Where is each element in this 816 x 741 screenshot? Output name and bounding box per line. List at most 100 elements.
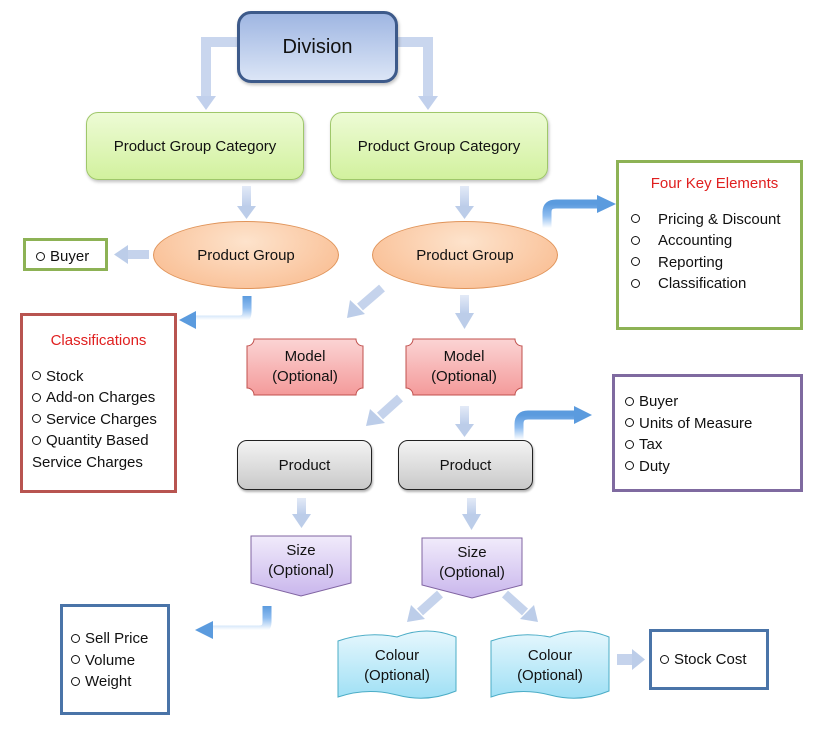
bullet-icon	[625, 418, 634, 428]
colour-node-left: Colour (Optional)	[337, 629, 457, 703]
product-node-right: Product	[398, 440, 533, 490]
size-node-left: Size (Optional)	[250, 535, 352, 597]
colour-label: Colour	[374, 647, 420, 664]
list-item: Stock Cost	[660, 649, 766, 671]
arrow-pg-model-left	[357, 284, 385, 311]
product-group-category-label: Product Group Category	[113, 137, 277, 155]
arrow-to-buyer	[127, 250, 149, 259]
size-optional-label: (Optional)	[268, 562, 334, 579]
product-group-category-node-right: Product Group Category	[330, 112, 548, 180]
product-label: Product	[439, 456, 492, 474]
classifications-box: Classifications Stock Add-on Charges Ser…	[20, 313, 177, 493]
list-item: Stock	[32, 366, 174, 388]
model-label: Model	[284, 348, 326, 365]
list-item: Classification	[631, 273, 800, 295]
size-attributes-box: Sell Price Volume Weight	[60, 604, 170, 715]
bullet-icon	[631, 235, 640, 245]
division-node: Division	[237, 11, 398, 83]
size-label: Size	[286, 542, 316, 559]
size-shape	[421, 537, 523, 599]
model-node-right: Model (Optional)	[405, 338, 523, 396]
bullet-icon	[631, 257, 640, 267]
division-label: Division	[282, 35, 353, 58]
arrow-product-size-right	[467, 498, 476, 516]
bullet-icon	[625, 396, 634, 406]
bullet-icon	[631, 214, 640, 224]
arrow-to-size-attributes	[212, 606, 272, 635]
colour-optional-label: (Optional)	[517, 667, 583, 684]
arrow-to-four-key-elements	[542, 199, 598, 228]
colour-shape	[337, 630, 457, 699]
list-item: Accounting	[631, 230, 800, 252]
four-key-elements-title: Four Key Elements	[650, 175, 779, 192]
model-node-left: Model (Optional)	[246, 338, 364, 396]
product-group-category-node-left: Product Group Category	[86, 112, 304, 180]
classifications-title: Classifications	[50, 332, 147, 349]
list-item: Tax	[625, 434, 800, 456]
colour-shape	[490, 630, 610, 699]
arrow-pg-model-right	[460, 295, 469, 315]
product-group-node-right: Product Group	[372, 221, 558, 289]
list-item: Buyer	[625, 391, 800, 413]
arrow-model-product-right	[460, 406, 469, 426]
arrow-to-classifications	[196, 296, 252, 325]
colour-optional-label: (Optional)	[364, 667, 430, 684]
list-item: Reporting	[631, 252, 800, 274]
bullet-icon	[71, 655, 80, 665]
arrow-division-right	[398, 37, 433, 98]
model-optional-label: (Optional)	[431, 368, 497, 385]
product-group-label: Product Group	[197, 246, 295, 264]
size-shape	[250, 535, 352, 597]
arrow-division-left	[201, 37, 237, 98]
arrow-to-stock-cost	[617, 654, 634, 665]
arrow-product-size-left	[297, 498, 306, 516]
product-group-node-left: Product Group	[153, 221, 339, 289]
bullet-icon	[71, 676, 80, 686]
size-label: Size	[457, 544, 487, 561]
bullet-icon	[625, 461, 634, 471]
arrow-size-colour-right	[501, 590, 529, 616]
arrow-size-colour-left	[416, 590, 444, 616]
arrow-to-product-attributes	[514, 410, 575, 440]
product-group-category-label: Product Group Category	[357, 137, 521, 155]
colour-label: Colour	[527, 647, 573, 664]
bullet-icon	[631, 278, 640, 288]
product-node-left: Product	[237, 440, 372, 490]
model-shape	[246, 338, 364, 396]
list-item: Volume	[71, 650, 167, 672]
bullet-icon	[660, 654, 669, 664]
model-shape	[405, 338, 523, 396]
bullet-icon	[32, 435, 41, 445]
list-item: Weight	[71, 671, 167, 693]
arrowhead	[196, 96, 216, 110]
bullet-icon	[71, 633, 80, 643]
bullet-icon	[625, 439, 634, 449]
bullet-icon	[32, 414, 41, 424]
buyer-box: Buyer	[23, 238, 108, 271]
arrow-pgc-pg-right	[460, 186, 469, 208]
list-item: Pricing & Discount	[631, 209, 800, 231]
colour-node-right: Colour (Optional)	[490, 629, 610, 703]
stock-cost-box: Stock Cost	[649, 629, 769, 690]
product-attributes-box: Buyer Units of Measure Tax Duty	[612, 374, 803, 492]
bullet-icon	[32, 392, 41, 402]
model-label: Model	[443, 348, 485, 365]
four-key-elements-box: Four Key Elements Pricing & Discount Acc…	[616, 160, 803, 330]
bullet-icon	[32, 371, 41, 381]
arrow-model-product-left	[376, 394, 404, 420]
list-item: Quantity Based	[32, 430, 174, 452]
list-item-continuation: Service Charges	[32, 453, 143, 471]
size-optional-label: (Optional)	[439, 564, 505, 581]
size-node-right: Size (Optional)	[421, 537, 523, 599]
bullet-icon	[36, 251, 45, 261]
list-item: Service Charges	[32, 409, 174, 431]
arrow-pgc-pg-left	[242, 186, 251, 208]
arrowhead	[418, 96, 438, 110]
model-optional-label: (Optional)	[272, 368, 338, 385]
list-item: Buyer	[36, 246, 105, 268]
list-item: Units of Measure	[625, 413, 800, 435]
list-item: Sell Price	[71, 628, 167, 650]
list-item: Add-on Charges	[32, 387, 174, 409]
product-group-label: Product Group	[416, 246, 514, 264]
